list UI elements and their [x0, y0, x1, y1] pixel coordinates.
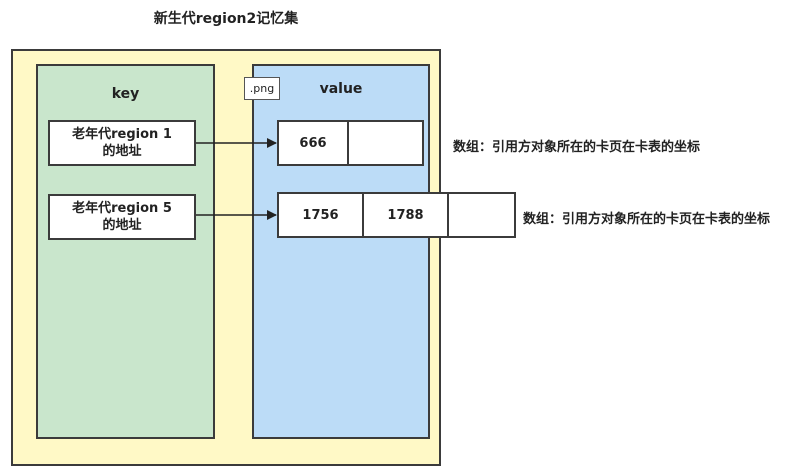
- value-panel-label: value: [319, 81, 363, 97]
- key-box-line2: 的地址: [102, 218, 142, 233]
- key-box-region-1: 老年代region 1 的地址: [48, 120, 196, 166]
- array-note-region-1: 数组：引用方对象所在的卡页在卡表的坐标: [453, 140, 701, 155]
- diagram-title: 新生代region2记忆集: [153, 11, 299, 27]
- key-box-line2: 的地址: [102, 144, 142, 159]
- key-box-line1: 老年代region 1: [72, 127, 172, 142]
- array-cell: 1756: [279, 194, 364, 236]
- key-box-region-5: 老年代region 5 的地址: [48, 194, 196, 240]
- key-box-line1: 老年代region 5: [72, 201, 172, 216]
- key-panel-label: key: [111, 86, 140, 102]
- array-note-region-5: 数组：引用方对象所在的卡页在卡表的坐标: [523, 212, 771, 227]
- array-cell: 666: [279, 122, 349, 164]
- file-tag: .png: [244, 77, 280, 100]
- value-array-region-1: 666: [277, 120, 424, 166]
- array-cell: 1788: [364, 194, 449, 236]
- value-array-region-5: 1756 1788: [277, 192, 516, 238]
